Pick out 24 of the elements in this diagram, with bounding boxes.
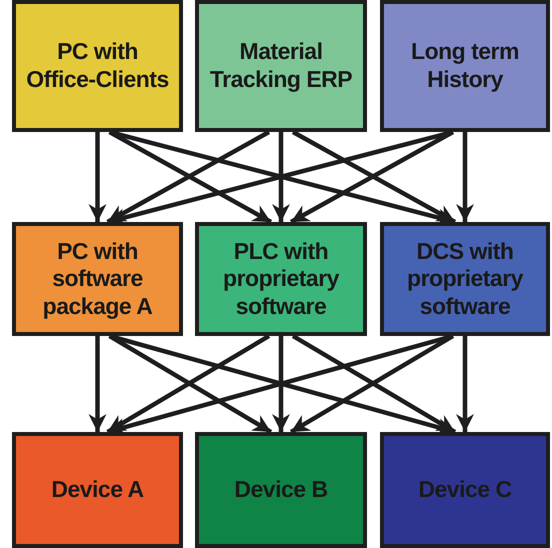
arrow <box>456 336 474 432</box>
box-label: PC with software package A <box>42 238 154 320</box>
system-box <box>12 432 183 548</box>
system-box <box>380 0 550 132</box>
box-label: Material Tracking ERP <box>208 38 354 94</box>
system-box <box>195 222 367 336</box>
system-box <box>12 0 183 132</box>
arrow <box>272 132 290 222</box>
arrow <box>88 336 106 432</box>
system-box <box>380 222 550 336</box>
box-label: Device A <box>51 476 144 504</box>
system-box <box>380 432 550 548</box>
box-label: Device C <box>418 476 512 504</box>
box-label: Device B <box>234 476 328 504</box>
arrow <box>456 132 474 222</box>
system-box <box>195 432 367 548</box>
box-label: DCS with proprietary software <box>406 238 524 320</box>
box-label: Long term History <box>410 38 520 94</box>
system-box <box>195 0 367 132</box>
box-label: PC with Office-Clients <box>25 38 170 94</box>
arrow <box>272 336 290 432</box>
arrow <box>88 132 106 222</box>
system-box <box>12 222 183 336</box>
box-label: PLC with proprietary software <box>222 238 340 320</box>
